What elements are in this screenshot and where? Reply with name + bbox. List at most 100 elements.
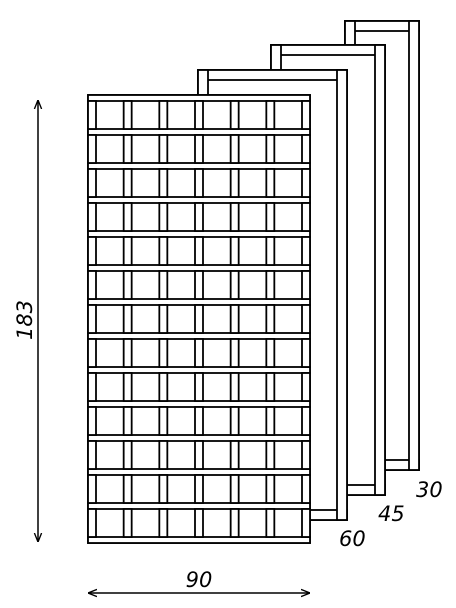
grid-post: [301, 304, 311, 334]
grid-post: [122, 474, 133, 504]
grid-post: [87, 372, 97, 402]
grid-post: [301, 338, 311, 368]
grid-post: [87, 338, 97, 368]
grid-post: [229, 440, 240, 470]
grid-post: [301, 406, 311, 436]
grid-post: [194, 270, 204, 300]
grid-post: [229, 134, 240, 164]
grid-post: [158, 202, 169, 232]
grid-post: [265, 236, 276, 266]
grid-post: [158, 134, 169, 164]
width-label: 90: [186, 568, 213, 592]
grid-post: [158, 338, 169, 368]
grid-post: [229, 474, 240, 504]
grid-post: [122, 100, 133, 130]
grid-post: [194, 236, 204, 266]
grid-post: [301, 440, 311, 470]
grid-post: [158, 508, 169, 538]
grid-post: [265, 338, 276, 368]
grid-post: [194, 338, 204, 368]
grid-post: [301, 372, 311, 402]
height-dimension: 183: [13, 100, 38, 542]
grid-post: [194, 372, 204, 402]
grid-post: [194, 508, 204, 538]
depth-label-45: 45: [378, 502, 405, 526]
grid-post: [122, 372, 133, 402]
grid-post: [87, 406, 97, 436]
grid-post: [87, 100, 97, 130]
grid-post: [265, 202, 276, 232]
front-grid-panel: [87, 94, 311, 544]
grid-post: [229, 508, 240, 538]
grid-post: [229, 372, 240, 402]
grid-post: [87, 134, 97, 164]
grid-post: [265, 134, 276, 164]
grid-post: [122, 304, 133, 334]
grid-post: [229, 304, 240, 334]
grid-post: [158, 168, 169, 198]
grid-post: [122, 236, 133, 266]
grid-post: [122, 202, 133, 232]
height-label: 183: [13, 300, 37, 340]
width-dimension: 90: [88, 568, 310, 593]
grid-post: [265, 168, 276, 198]
grid-post: [301, 202, 311, 232]
grid-post: [87, 508, 97, 538]
shelf-slat: [87, 94, 311, 102]
grid-post: [229, 100, 240, 130]
grid-post: [229, 202, 240, 232]
grid-post: [194, 406, 204, 436]
grid-post: [194, 474, 204, 504]
grid-post: [158, 304, 169, 334]
grid-post: [87, 236, 97, 266]
grid-post: [229, 168, 240, 198]
grid-post: [301, 134, 311, 164]
shelf-slat: [87, 536, 311, 544]
grid-post: [265, 304, 276, 334]
grid-post: [229, 270, 240, 300]
grid-post: [194, 168, 204, 198]
grid-post: [265, 474, 276, 504]
grid-post: [265, 508, 276, 538]
grid-post: [229, 406, 240, 436]
grid-post: [122, 508, 133, 538]
depth-label-60: 60: [339, 527, 366, 551]
grid-post: [158, 100, 169, 130]
grid-post: [265, 406, 276, 436]
grid-post: [122, 270, 133, 300]
grid-post: [158, 372, 169, 402]
grid-post: [158, 270, 169, 300]
grid-post: [301, 168, 311, 198]
grid-post: [87, 168, 97, 198]
grid-post: [122, 134, 133, 164]
grid-post: [301, 100, 311, 130]
grid-post: [158, 440, 169, 470]
grid-post: [122, 440, 133, 470]
grid-post: [301, 236, 311, 266]
grid-post: [301, 270, 311, 300]
grid-post: [194, 304, 204, 334]
grid-post: [301, 474, 311, 504]
grid-post: [229, 338, 240, 368]
grid-post: [194, 134, 204, 164]
grid-post: [194, 202, 204, 232]
grid-post: [122, 168, 133, 198]
grid-post: [194, 440, 204, 470]
grid-post: [87, 270, 97, 300]
grid-post: [87, 440, 97, 470]
grid-post: [265, 440, 276, 470]
grid-post: [229, 236, 240, 266]
grid-post: [265, 372, 276, 402]
depth-label-30: 30: [416, 478, 443, 502]
grid-post: [301, 508, 311, 538]
grid-post: [87, 474, 97, 504]
grid-post: [122, 406, 133, 436]
grid-post: [158, 406, 169, 436]
grid-post: [122, 338, 133, 368]
grid-post: [87, 202, 97, 232]
grid-post: [87, 304, 97, 334]
grid-post: [158, 474, 169, 504]
grid-post: [158, 236, 169, 266]
grid-post: [265, 270, 276, 300]
